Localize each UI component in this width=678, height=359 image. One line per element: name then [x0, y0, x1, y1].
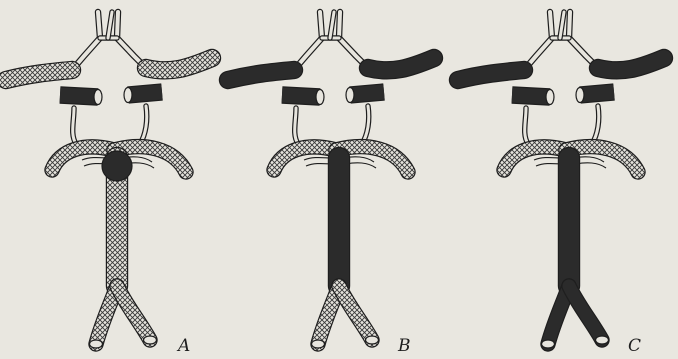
- carotid-stub-left: [512, 95, 550, 97]
- carotid-stub-left-cap: [316, 90, 324, 105]
- vertebral-left-cap: [312, 340, 325, 348]
- middle-cerebral-left: [6, 70, 72, 80]
- aneurysm-node: [102, 151, 132, 181]
- vertebral-right-cap: [144, 336, 157, 344]
- carotid-stub-left-cap: [546, 90, 554, 105]
- panel-label-b: B: [397, 336, 411, 356]
- carotid-stub-right-cap: [576, 88, 584, 103]
- carotid-stub-left: [60, 95, 98, 97]
- carotid-stub-left-cap: [94, 90, 102, 105]
- carotid-stub-right: [128, 92, 162, 95]
- vertebral-left-cap: [542, 340, 555, 348]
- middle-cerebral-left: [458, 70, 524, 80]
- carotid-stub-right: [580, 92, 614, 95]
- middle-cerebral-left: [228, 70, 294, 80]
- carotid-stub-left: [282, 95, 320, 97]
- vertebral-right-cap: [366, 336, 379, 344]
- carotid-stub-right-cap: [124, 88, 132, 103]
- panel-label-a: A: [176, 336, 190, 356]
- carotid-stub-right: [350, 92, 384, 95]
- vertebral-left-cap: [90, 340, 103, 348]
- vertebral-right-cap: [596, 336, 609, 344]
- carotid-stub-right-cap: [346, 88, 354, 103]
- panel-label-c: C: [628, 336, 641, 356]
